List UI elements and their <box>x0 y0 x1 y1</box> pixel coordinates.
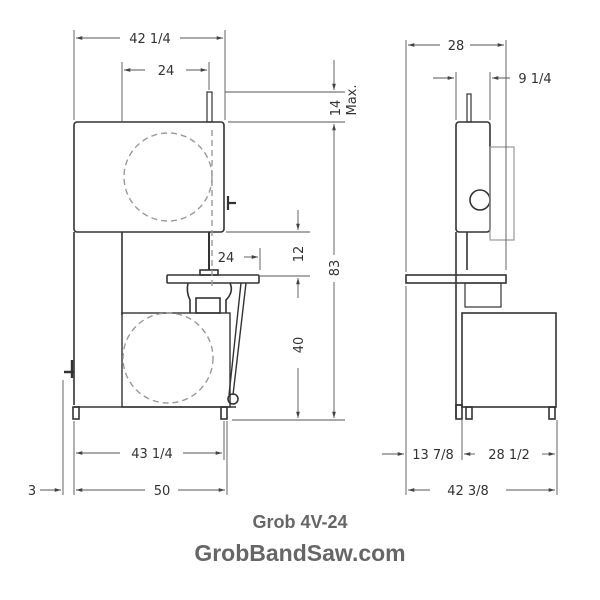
left-foot <box>72 406 80 420</box>
dim-top-depth: 28 <box>448 39 465 54</box>
dim-overall-height: 83 <box>328 260 343 277</box>
dim-table-height: 40 <box>292 337 307 354</box>
model-name: Grob 4V-24 <box>252 512 348 532</box>
side-view <box>405 93 557 420</box>
lower-wheel-housing <box>121 312 231 408</box>
dim-front-offset: 13 7/8 <box>412 448 454 463</box>
dim-base-width: 43 1/4 <box>131 447 173 462</box>
dim-overall-depth: 42 3/8 <box>447 484 489 499</box>
upper-wheel-hidden <box>123 132 213 222</box>
dim-blade-guide-max: 14 <box>329 100 344 117</box>
dim-table-to-guide: 12 <box>292 246 307 263</box>
dim-overall-top-width: 42 1/4 <box>129 32 171 47</box>
side-upper-housing <box>455 121 491 233</box>
side-tension-knob <box>469 189 491 211</box>
website-label: GrobBandSaw.com <box>194 540 406 566</box>
upper-wheel-housing <box>73 121 225 233</box>
dim-throat-width: 24 <box>158 64 175 79</box>
dim-blade-guide-max-label: Max. <box>345 84 360 115</box>
side-wheel-outline <box>489 146 515 241</box>
front-view <box>64 91 260 420</box>
dim-base-depth: 28 1/2 <box>488 448 530 463</box>
dim-table-width: 24 <box>218 251 235 266</box>
side-table <box>405 274 507 284</box>
dim-left-offset: 3 <box>28 484 36 499</box>
saw-table <box>166 274 260 284</box>
dim-overall-base-width: 50 <box>154 484 171 499</box>
right-foot <box>220 406 228 420</box>
lower-wheel-hidden <box>122 312 214 404</box>
dim-column-depth: 9 1/4 <box>518 72 551 87</box>
side-base-cabinet <box>461 312 557 408</box>
